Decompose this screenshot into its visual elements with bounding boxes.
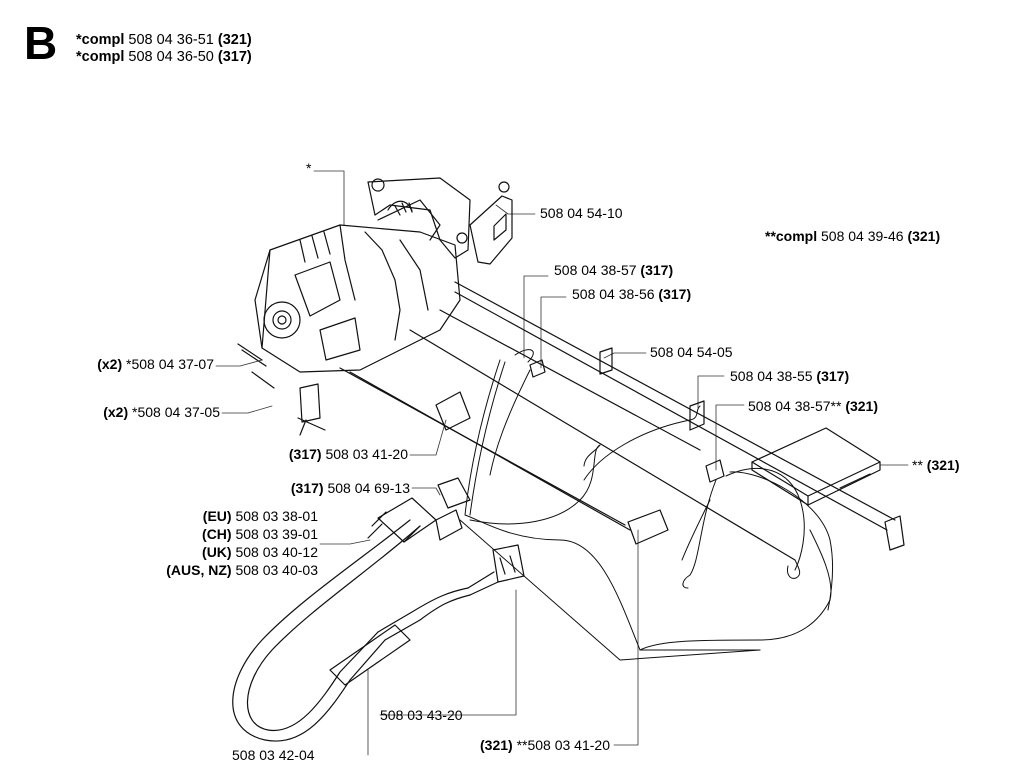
header-line-317: *compl 508 04 36-50 (317)	[76, 49, 252, 66]
label-plug-uk: (UK) 508 03 40-12	[120, 544, 318, 560]
label-number: 508 04 69-13	[327, 480, 410, 496]
label-prefix: **	[912, 457, 923, 473]
label-prefix: (x2)	[97, 356, 123, 372]
motor-assembly	[254, 177, 513, 373]
wire-ends	[583, 444, 801, 589]
label-suffix: (317)	[658, 286, 692, 302]
label-number: *508 04 37-05	[132, 404, 220, 420]
label-suffix: (321)	[845, 398, 878, 414]
header-number: 508 04 36-51	[128, 32, 214, 48]
label-508-03-42-04: 508 03 42-04	[232, 747, 315, 763]
label-prefix: (AUS, NZ)	[166, 562, 232, 578]
label-number: 508 03 38-01	[235, 508, 318, 524]
label-508-03-41-20-317: (317) 508 03 41-20	[236, 446, 408, 462]
label-508-04-37-05: (x2) *508 04 37-05	[66, 404, 220, 420]
header-suffix: (317)	[217, 49, 252, 65]
label-number: 508 04 38-56	[572, 286, 655, 302]
wiring-harness	[459, 349, 834, 661]
label-number: *508 04 37-07	[126, 356, 214, 372]
header-prefix: *compl	[76, 32, 125, 48]
label-prefix: (317)	[290, 480, 324, 496]
label-508-04-38-56-317: 508 04 38-56 (317)	[572, 286, 691, 302]
label-508-03-43-20: 508 03 43-20	[380, 707, 463, 723]
label-star: *	[306, 160, 312, 176]
brush-parts	[237, 343, 326, 436]
label-508-04-38-55-317: 508 04 38-55 (317)	[730, 368, 849, 384]
header-prefix: *compl	[76, 49, 125, 65]
label-plug-aus-nz: (AUS, NZ) 508 03 40-03	[100, 562, 318, 578]
label-number: 508 04 38-57**	[748, 398, 842, 414]
switch-box	[751, 427, 881, 506]
label-508-04-54-05: 508 04 54-05	[650, 344, 733, 360]
header-line-321: *compl 508 04 36-51 (321)	[76, 32, 252, 49]
label-number: 508 04 38-55	[730, 368, 813, 384]
label-prefix: (UK)	[202, 544, 232, 560]
rail-brackets	[435, 347, 905, 583]
mains-plug	[367, 497, 463, 543]
label-508-04-38-57-321: 508 04 38-57** (321)	[748, 398, 878, 414]
label-suffix: (317)	[816, 368, 850, 384]
header-number: 508 04 36-50	[128, 49, 214, 65]
label-508-04-54-10: 508 04 54-10	[540, 205, 623, 221]
label-508-04-37-07: (x2) *508 04 37-07	[62, 356, 214, 372]
label-prefix: (317)	[288, 446, 322, 462]
label-prefix: (EU)	[202, 508, 232, 524]
label-number: 508 03 40-03	[235, 562, 318, 578]
label-suffix: (321)	[926, 457, 960, 473]
label-number: **508 03 41-20	[516, 737, 610, 753]
label-prefix: (321)	[480, 737, 513, 753]
label-number: 508 03 39-01	[235, 526, 318, 542]
label-number: 508 04 39-46	[821, 228, 904, 244]
label-box-321: ** (321)	[912, 457, 959, 473]
label-508-04-38-57-317: 508 04 38-57 (317)	[554, 262, 673, 278]
label-plug-eu: (EU) 508 03 38-01	[120, 508, 318, 524]
label-prefix: (x2)	[103, 404, 129, 420]
leader-lines	[215, 170, 909, 756]
frame-rails	[339, 281, 896, 561]
label-number: 508 04 38-57	[554, 262, 637, 278]
label-prefix: **compl	[765, 228, 818, 244]
label-suffix: (317)	[640, 262, 674, 278]
label-number: 508 03 41-20	[325, 446, 408, 462]
label-suffix: (321)	[907, 228, 941, 244]
label-plug-ch: (CH) 508 03 39-01	[120, 526, 318, 542]
label-prefix: (CH)	[202, 526, 232, 542]
label-number: 508 03 40-12	[235, 544, 318, 560]
section-letter: B	[24, 17, 58, 69]
label-508-03-41-20-321: (321) **508 03 41-20	[420, 737, 610, 753]
label-compl-508-04-39-46: **compl 508 04 39-46 (321)	[765, 228, 940, 244]
power-cable	[232, 519, 499, 742]
header-suffix: (321)	[217, 32, 252, 48]
label-508-04-69-13-317: (317) 508 04 69-13	[236, 480, 410, 496]
